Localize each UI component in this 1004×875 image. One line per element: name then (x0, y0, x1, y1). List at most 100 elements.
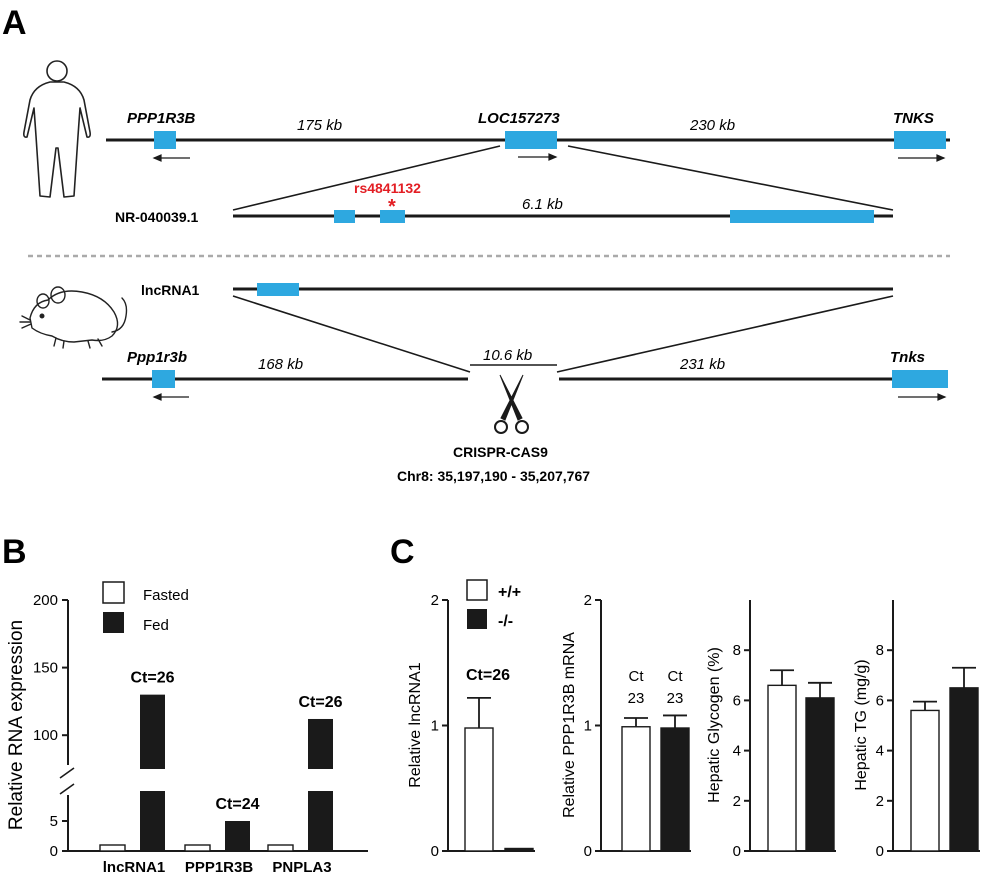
chart-b-bar-fed-upper (140, 694, 165, 769)
chart-c2-ct-value: 23 (628, 690, 645, 707)
chart-c3-ytick-label: 4 (733, 743, 741, 760)
chart-c2-bar-ko (660, 727, 690, 852)
chart-c3-bar-ko (805, 697, 835, 852)
human-gene-loc157273: LOC157273 (478, 110, 560, 127)
chart-b-bar-fed-lower (140, 791, 165, 851)
mouse-zoom-line-left (232, 295, 471, 373)
chart-b-bar-fasted (184, 844, 211, 852)
chart-c4-ytick-label: 6 (876, 692, 884, 709)
transcript-exon-3 (730, 210, 874, 223)
arrow-head-mouse-ppp1r3b (152, 393, 162, 401)
chart-b-ytick-label: 0 (50, 843, 58, 860)
chart-c4-ytick-label: 4 (876, 743, 884, 760)
chart-b-ylabel: Relative RNA expression (6, 620, 27, 830)
human-silhouette-icon (23, 60, 91, 198)
transcript-exon-1 (334, 210, 355, 223)
human-exon-tnks (894, 131, 946, 149)
chromosome-coordinates: Chr8: 35,197,190 - 35,207,767 (397, 468, 590, 484)
panel-c-letter: C (390, 533, 415, 571)
scissors-icon (494, 374, 529, 434)
human-distance-2: 230 kb (689, 117, 735, 134)
chart-c4-bar-ko (949, 687, 979, 852)
chart-c1-ytick-label: 1 (431, 718, 439, 735)
chart-b-legend-label-fasted: Fasted (143, 587, 189, 604)
chart-c2-ct-value: 23 (667, 690, 684, 707)
chart-b-ct-annotation: Ct=24 (215, 796, 259, 813)
mouse-gene-ppp1r3b: Ppp1r3b (127, 349, 187, 366)
chart-c1-ytick-label: 2 (431, 592, 439, 609)
crispr-label: CRISPR-CAS9 (453, 444, 548, 460)
chart-c3-ylabel: Hepatic Glycogen (%) (706, 647, 723, 803)
chart-c3-ytick-label: 6 (733, 692, 741, 709)
panel-a-letter: A (2, 4, 27, 42)
arrow-head-loc157273 (548, 153, 558, 161)
chart-b-legend-swatch-fed (103, 612, 124, 633)
chart-c1-ct-annotation: Ct=26 (466, 667, 510, 684)
chart-c2-bar-wt (621, 726, 651, 852)
chart-b-category-label: PNPLA3 (272, 859, 331, 875)
chart-b-ct-annotation: Ct=26 (298, 694, 342, 711)
human-exon-ppp1r3b (154, 131, 176, 149)
arrow-head-ppp1r3b (152, 154, 162, 162)
chart-b-bar-fed (225, 821, 250, 851)
chart-b-ct-annotation: Ct=26 (130, 670, 174, 687)
chart-c1-ytick-label: 0 (431, 843, 439, 860)
mouse-gene-tnks: Tnks (890, 349, 925, 366)
chart-c4-ytick-label: 8 (876, 642, 884, 659)
human-gene-ppp1r3b: PPP1R3B (127, 110, 196, 127)
mouse-exon-tnks (892, 370, 948, 388)
human-distance-1: 175 kb (297, 117, 342, 134)
chart-b-axis-break-1 (59, 783, 75, 795)
arrow-head-mouse-tnks (937, 393, 947, 401)
chart-b-legend-swatch-fasted (102, 581, 125, 604)
snp-label: rs4841132 (354, 180, 421, 196)
chart-b-ytick-label: 5 (50, 813, 58, 830)
chart-c3-ytick-label: 8 (733, 642, 741, 659)
chart-b-legend-label-fed: Fed (143, 617, 169, 634)
chart-c-legend-label-ko: -/- (498, 613, 513, 630)
panel-b-letter: B (2, 533, 27, 571)
zoom-line-right (567, 145, 894, 211)
mouse-distance-2: 231 kb (679, 356, 725, 373)
snp-marker: * (388, 196, 396, 218)
arrow-head-tnks (936, 154, 946, 162)
chart-c2-ytick-label: 1 (584, 718, 592, 735)
chart-c3-ytick-label: 2 (733, 793, 741, 810)
mouse-zoom-line-right (556, 295, 894, 373)
chart-b-ytick-label: 150 (33, 660, 58, 677)
chart-b-category-label: lncRNA1 (103, 859, 166, 875)
chart-c2-ytick-label: 0 (584, 843, 592, 860)
deletion-size: 10.6 kb (483, 347, 532, 364)
chart-c4-ytick-label: 2 (876, 793, 884, 810)
transcript-length: 6.1 kb (522, 196, 563, 213)
chart-b-bar-fed-lower (308, 791, 333, 851)
chart-b-category-label: PPP1R3B (185, 859, 254, 875)
chart-c3-ytick-label: 0 (733, 843, 741, 860)
chart-c2-ct-label: Ct (668, 668, 684, 685)
transcript-exon-2 (380, 210, 405, 223)
chart-c4-ylabel: Hepatic TG (mg/g) (853, 659, 870, 790)
chart-b-ytick-label: 200 (33, 592, 58, 609)
zoom-line-left (232, 145, 501, 211)
chart-b-bar-fasted (99, 844, 126, 852)
lncrna-exon (257, 283, 299, 296)
chart-c-legend-swatch-wt (466, 579, 488, 601)
mouse-distance-1: 168 kb (258, 356, 303, 373)
human-gene-tnks: TNKS (893, 110, 934, 127)
mouse-exon-ppp1r3b (152, 370, 175, 388)
transcript-label: NR-040039.1 (115, 209, 198, 225)
chart-c2-ytick-label: 2 (584, 592, 592, 609)
chart-b-axis-break-2 (59, 767, 75, 779)
chart-c3-bar-wt (767, 684, 797, 852)
chart-c-legend-swatch-ko (467, 609, 487, 629)
chart-c-legend-label-wt: +/+ (498, 584, 521, 601)
human-exon-loc157273 (505, 131, 557, 149)
mouse-drawing-icon (19, 286, 128, 349)
chart-b-bar-fasted (267, 844, 294, 852)
chart-c1-bar-wt (464, 727, 494, 852)
chart-c4-ytick-label: 0 (876, 843, 884, 860)
chart-c4-bar-wt (910, 709, 940, 852)
